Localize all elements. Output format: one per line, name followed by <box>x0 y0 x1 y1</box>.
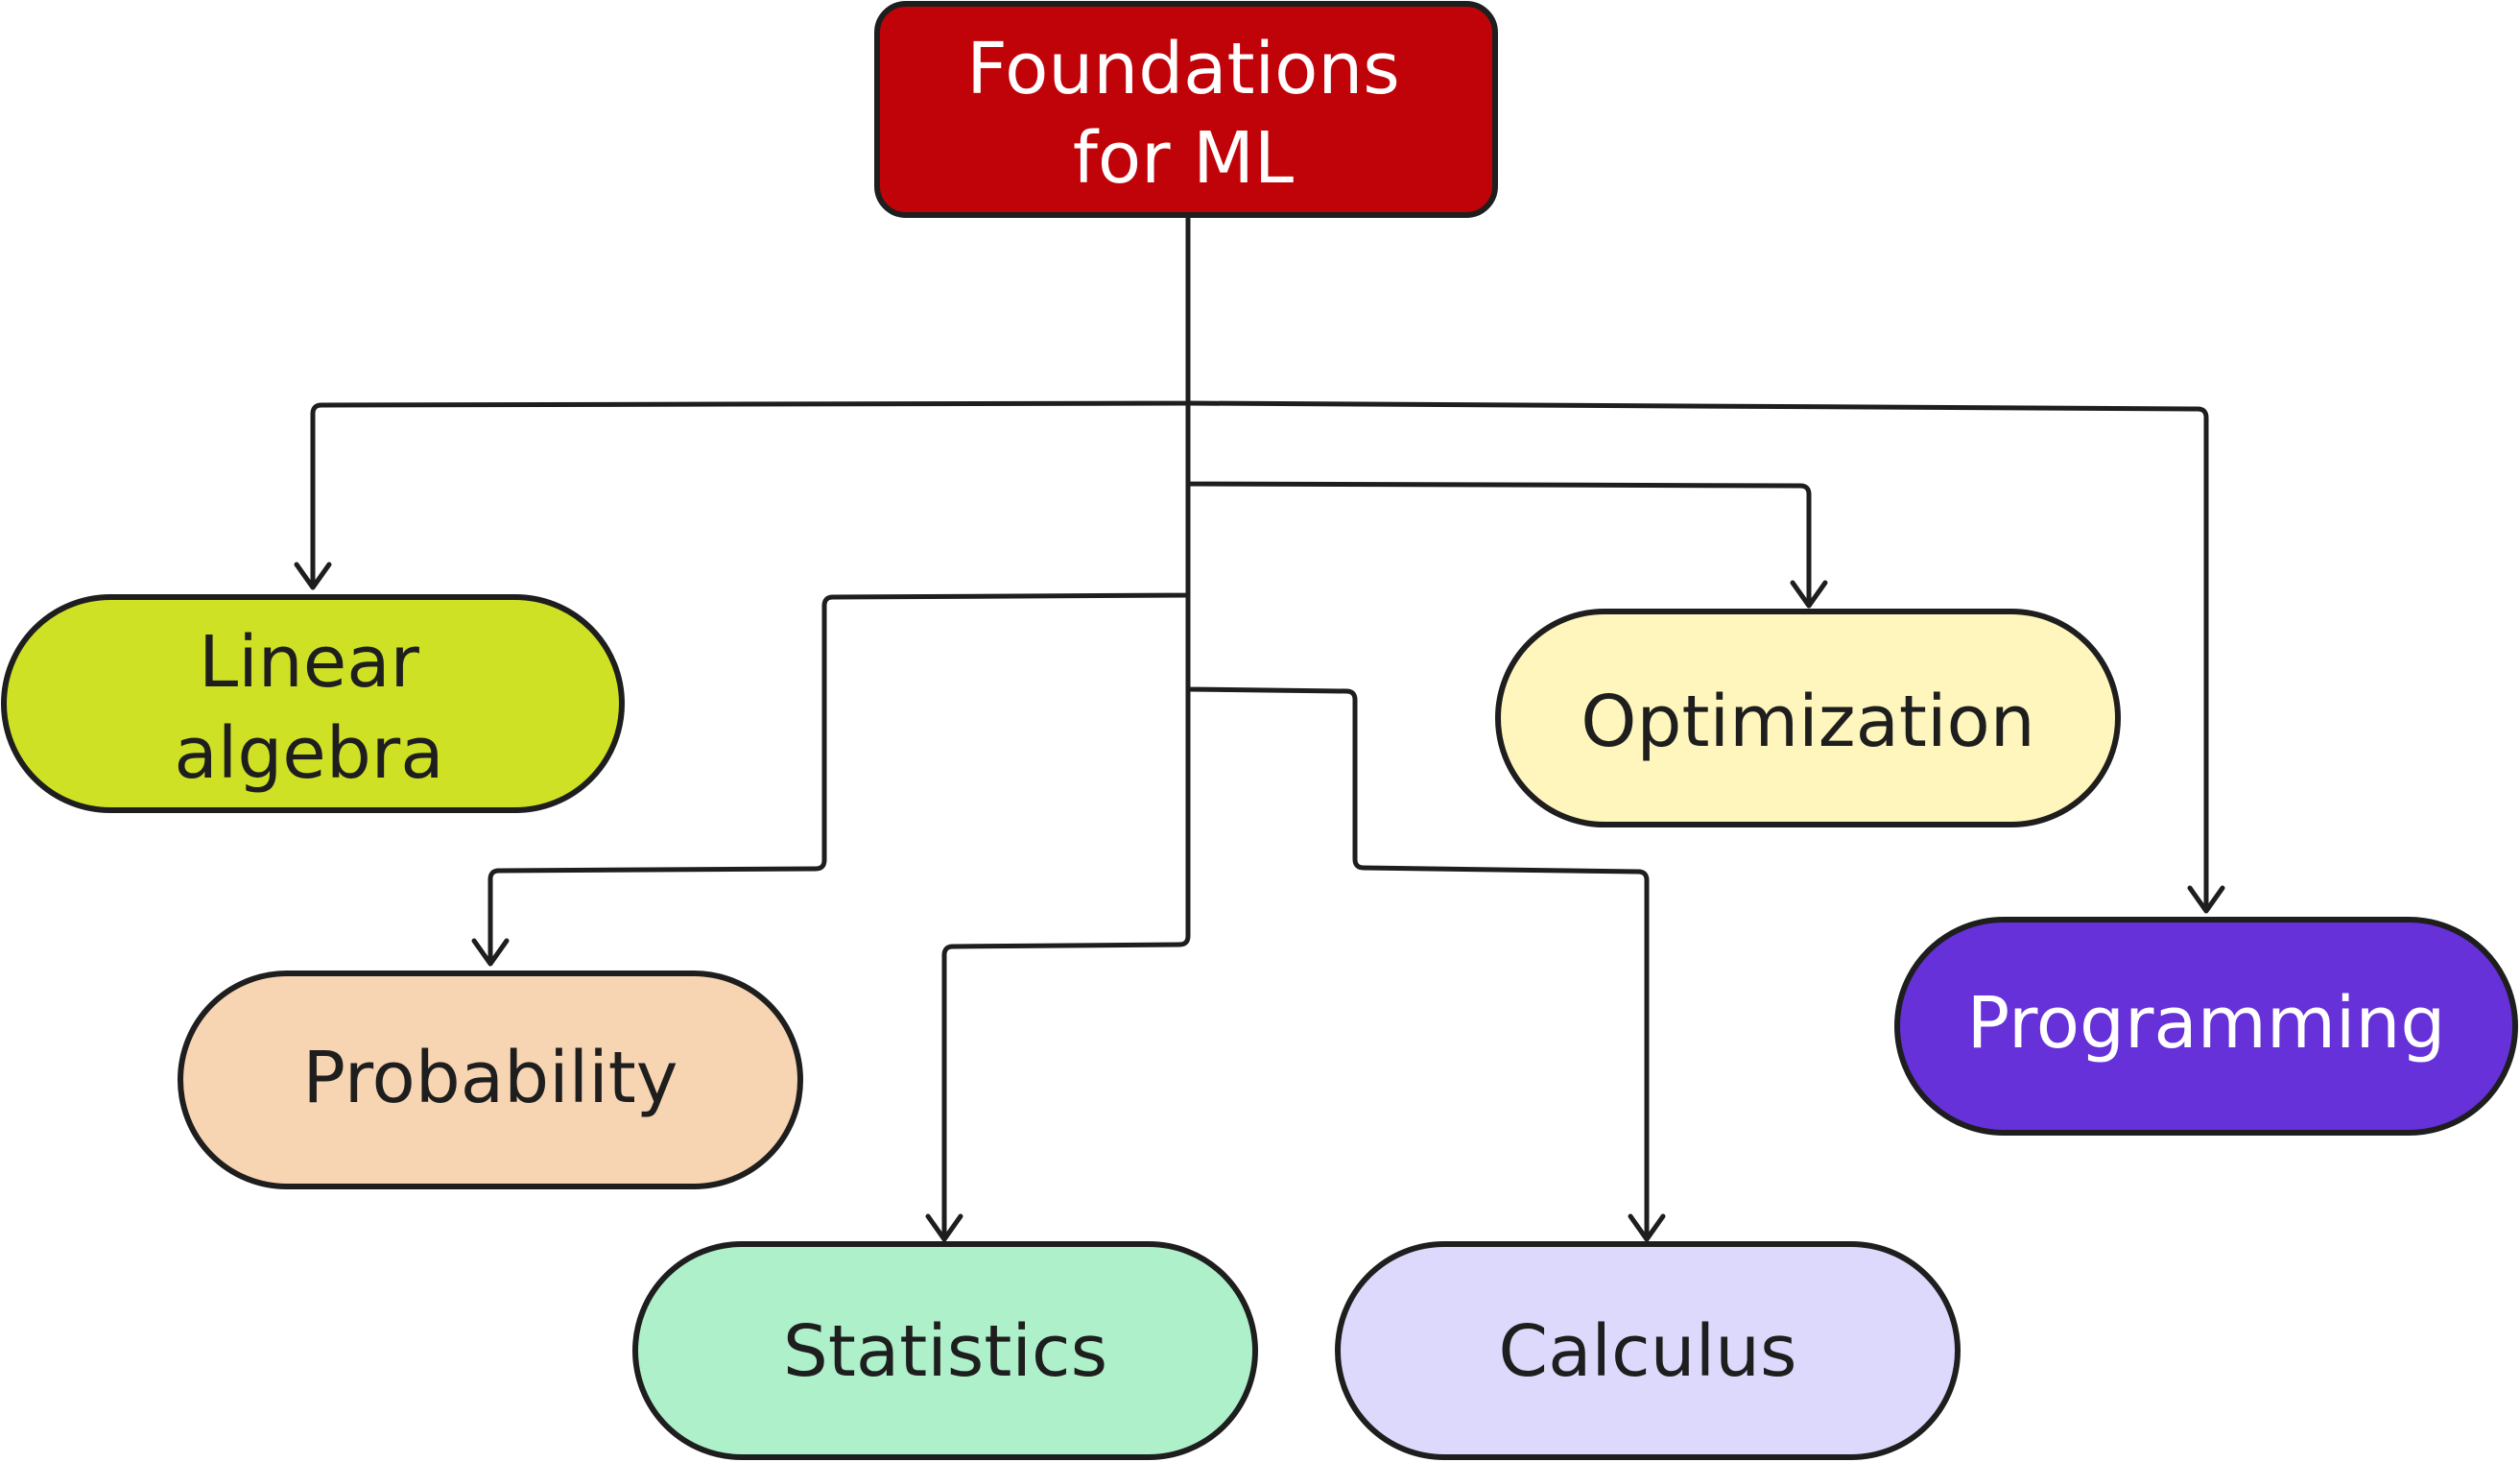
linear-algebra-node: Linear algebra <box>1 594 625 813</box>
statistics-node: Statistics <box>632 1241 1258 1460</box>
linear-algebra-node-label-line-1: Linear <box>199 621 420 704</box>
arrowhead-calculus <box>1628 1213 1666 1242</box>
optimization-node-box <box>1495 609 2121 827</box>
probability-node: Probability <box>178 971 803 1189</box>
arrowhead-probability <box>471 938 510 967</box>
root-node-label-line-1: Foundations <box>966 28 1400 110</box>
optimization-node-label: Optimization <box>1581 681 2034 763</box>
arrowhead-optimization <box>1790 580 1828 609</box>
statistics-node-box <box>632 1241 1258 1460</box>
connector-programming <box>1185 400 2209 910</box>
arrowhead-statistics <box>925 1213 963 1242</box>
linear-algebra-node-label-line-2: algebra <box>174 712 443 795</box>
optimization-node: Optimization <box>1495 609 2121 827</box>
programming-node: Programming <box>1894 917 2518 1136</box>
connector-calculus <box>1185 592 1650 1238</box>
arrowhead-linear-algebra <box>294 562 332 590</box>
probability-node-box <box>178 971 803 1189</box>
connector-optimization <box>1185 400 1812 605</box>
root-node-label-line-2: for ML <box>1073 117 1294 200</box>
arrowhead-programming <box>2187 885 2225 914</box>
calculus-node: Calculus <box>1335 1241 1961 1460</box>
connector-probability <box>487 481 1191 963</box>
connectors <box>294 216 2225 1242</box>
calculus-node-box <box>1335 1241 1961 1460</box>
calculus-node-label: Calculus <box>1498 1310 1796 1393</box>
programming-node-box <box>1894 917 2518 1136</box>
connector-linear-algebra <box>310 216 1191 587</box>
probability-node-label: Probability <box>302 1037 678 1119</box>
programming-node-label: Programming <box>1967 982 2446 1065</box>
statistics-node-label: Statistics <box>783 1310 1107 1393</box>
root-node-box <box>874 1 1498 218</box>
connector-statistics <box>941 686 1191 1238</box>
linear-algebra-node-box <box>1 594 625 813</box>
root-node: Foundations for ML <box>874 1 1498 218</box>
